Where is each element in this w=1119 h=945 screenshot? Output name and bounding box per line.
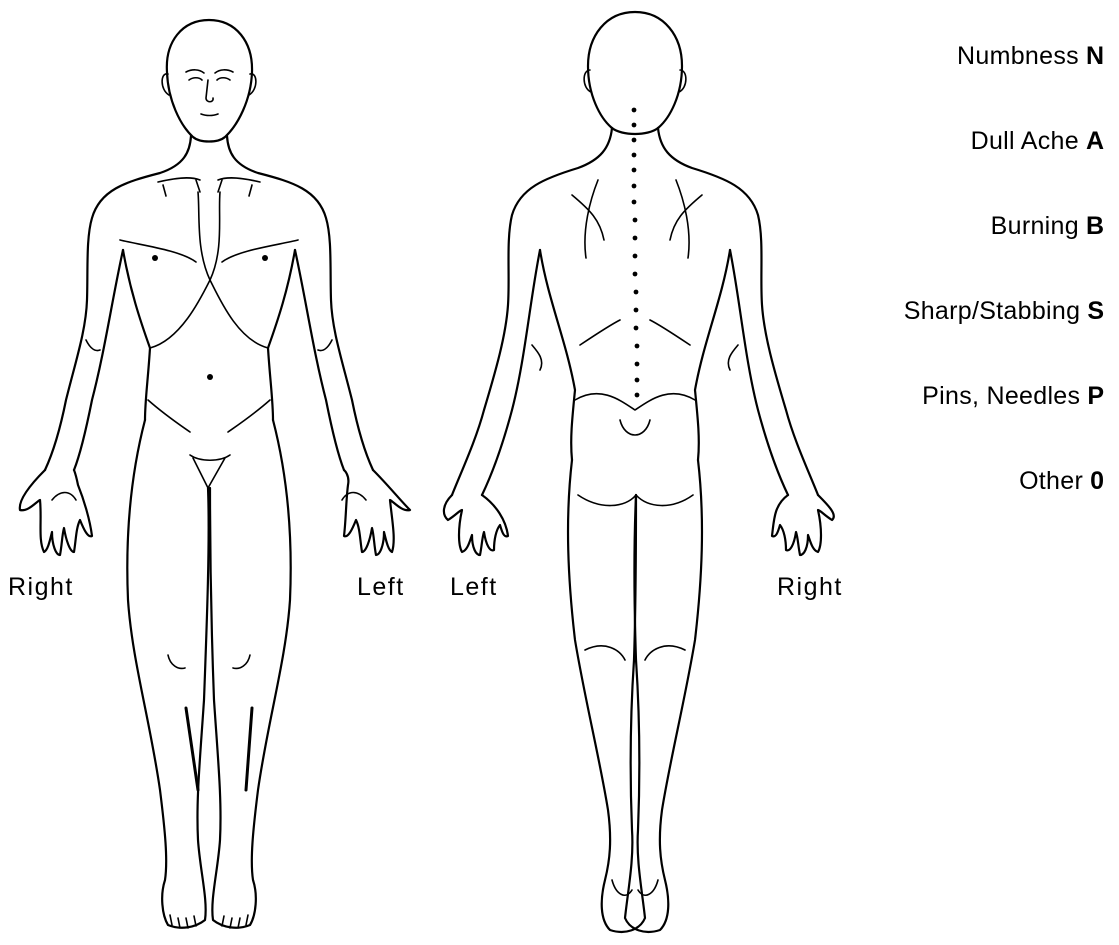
legend-label: Pins, Needles (922, 382, 1080, 411)
front-navel (207, 374, 213, 380)
front-knee-marks (168, 655, 250, 668)
front-neck-shoulders-left (227, 136, 373, 470)
front-shin-mark-right (186, 708, 198, 790)
back-torso-right (695, 250, 730, 460)
front-hip-lines (148, 400, 270, 432)
front-leg-left-outer (210, 420, 291, 928)
back-leg-left-outer (568, 460, 645, 932)
back-sacrum (620, 420, 650, 435)
front-head (167, 20, 252, 142)
front-leg-right-outer (127, 420, 208, 928)
legend-label: Dull Ache (971, 127, 1079, 156)
legend-code: 0 (1090, 467, 1104, 496)
legend-label: Other (1019, 467, 1083, 496)
back-lower-back (580, 320, 690, 345)
legend-code: S (1087, 297, 1104, 326)
back-hand-left (444, 495, 508, 555)
front-elbow-marks (86, 340, 332, 351)
front-arm-left-inner (295, 250, 344, 470)
legend-item-dull-ache: Dull Ache A (774, 127, 1104, 155)
back-scapula-left (572, 180, 604, 258)
front-hand-left (344, 470, 410, 555)
front-torso-right (123, 250, 150, 420)
legend-code: B (1086, 212, 1104, 241)
back-left-side-label: Left (450, 575, 498, 600)
legend-label: Burning (991, 212, 1079, 241)
back-spine (632, 108, 640, 398)
legend-item-burning: Burning B (774, 212, 1104, 240)
front-neck-shoulders (45, 136, 191, 470)
front-ribcage (150, 280, 268, 348)
front-nipple-left (262, 255, 268, 261)
legend-item-pins-needles: Pins, Needles P (774, 382, 1104, 410)
back-head (588, 12, 682, 134)
front-hand-right (20, 470, 92, 555)
front-torso-left (268, 250, 295, 420)
symptom-legend: Numbness N Dull Ache A Burning B Sharp/S… (774, 42, 1104, 552)
front-shin-mark-left (246, 708, 252, 790)
back-shoulders-left (452, 128, 612, 495)
legend-item-numbness: Numbness N (774, 42, 1104, 70)
back-torso-left (540, 250, 575, 460)
back-right-side-label: Right (777, 575, 843, 600)
back-heel-marks (612, 880, 658, 895)
legend-item-other: Other 0 (774, 467, 1104, 495)
front-toes (170, 915, 248, 928)
front-nose (206, 80, 213, 102)
front-brow-right (186, 70, 204, 73)
front-right-side-label: Right (8, 575, 74, 600)
back-scapula-right (670, 180, 702, 258)
front-nipple-right (152, 255, 158, 261)
legend-code: A (1086, 127, 1104, 156)
front-eye-right (189, 78, 202, 80)
front-groin (190, 455, 230, 488)
front-mouth (201, 114, 218, 116)
front-collar-marks (163, 180, 252, 196)
front-brow-left (215, 70, 233, 73)
legend-label: Numbness (957, 42, 1079, 71)
front-arm-right-inner (74, 250, 123, 470)
legend-code: P (1087, 382, 1104, 411)
legend-code: N (1086, 42, 1104, 71)
front-eye-left (217, 78, 230, 80)
back-arm-left-inner (482, 250, 540, 495)
back-leg-right-outer (625, 460, 702, 932)
front-body-figure (20, 20, 410, 928)
front-pectoral (120, 240, 298, 262)
front-left-side-label: Left (357, 575, 405, 600)
legend-label: Sharp/Stabbing (904, 297, 1081, 326)
legend-item-sharp-stabbing: Sharp/Stabbing S (774, 297, 1104, 325)
back-elbow-marks (532, 345, 738, 370)
front-sternum (198, 192, 220, 280)
front-collarbone (158, 178, 260, 182)
